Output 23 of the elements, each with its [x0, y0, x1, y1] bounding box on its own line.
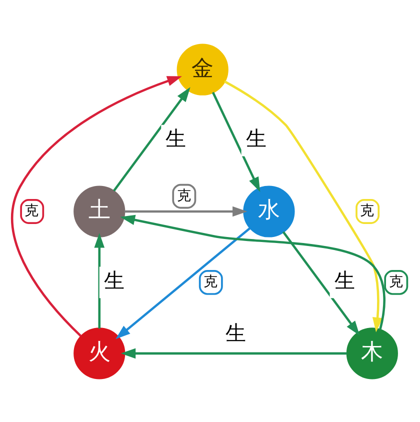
arrow — [124, 206, 248, 216]
edge-label: 生 — [246, 126, 266, 150]
node-circle: 金 — [176, 43, 228, 95]
arrow — [94, 232, 105, 328]
node-circle: 火 — [74, 327, 126, 379]
arrow — [116, 226, 251, 339]
node-circle: 木 — [346, 327, 398, 379]
node-circle: 水 — [243, 185, 295, 237]
edge-label: 生 — [166, 126, 186, 150]
edge-label: 生 — [104, 268, 124, 292]
edge-label: 克 — [24, 202, 39, 219]
arrow — [224, 80, 383, 332]
arrow — [212, 91, 260, 192]
arrow — [120, 214, 386, 330]
edge-label: 克 — [388, 274, 403, 290]
edge-label: 生 — [334, 268, 354, 292]
arrow — [11, 76, 182, 336]
edge-label: 克 — [176, 187, 191, 204]
arrow — [120, 348, 348, 358]
edge-label: 克 — [204, 274, 218, 290]
edge-label: 生 — [226, 320, 246, 345]
node-circle: 土 — [74, 185, 126, 237]
edge-label: 克 — [360, 202, 374, 219]
